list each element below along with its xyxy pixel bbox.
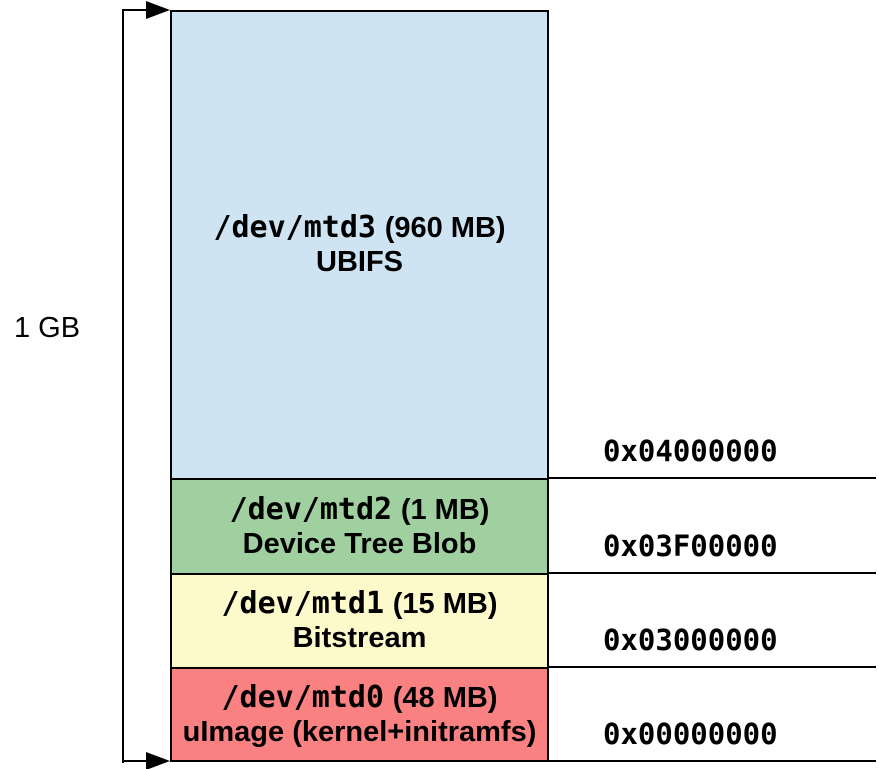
total-size-label: 1 GB (14, 312, 81, 344)
partition-mtd2-size: (1 MB) (400, 493, 490, 526)
boundary-line-bottom (547, 760, 876, 762)
boundary-line-mtd1-mtd0 (547, 666, 876, 668)
partition-mtd3-device: /dev/mtd3 (213, 210, 376, 245)
partition-mtd0: /dev/mtd0(48 MB) uImage (kernel+initramf… (172, 669, 547, 760)
partition-mtd2: /dev/mtd2(1 MB) Device Tree Blob (172, 480, 547, 575)
partition-stack: /dev/mtd3(960 MB) UBIFS /dev/mtd2(1 MB) … (170, 10, 549, 762)
boundary-line-mtd2-mtd1 (547, 572, 876, 574)
partition-mtd2-name: Device Tree Blob (242, 527, 477, 560)
partition-mtd3: /dev/mtd3(960 MB) UBIFS (172, 12, 547, 480)
partition-mtd2-title: /dev/mtd2(1 MB) (229, 491, 490, 527)
partition-mtd1-size: (15 MB) (392, 588, 498, 620)
boundary-line-mtd3-mtd2 (547, 477, 876, 479)
partition-mtd3-title: /dev/mtd3(960 MB) (213, 211, 505, 245)
measure-stub-top (122, 9, 150, 11)
measure-stub-bottom (122, 760, 150, 762)
address-label-mtd0-start: 0x00000000 (603, 717, 778, 751)
partition-mtd3-name: UBIFS (316, 246, 403, 278)
measure-line (122, 9, 124, 763)
partition-mtd0-title: /dev/mtd0(48 MB) (221, 679, 498, 715)
address-label-mtd1-start: 0x03000000 (603, 623, 778, 657)
partition-mtd2-device: /dev/mtd2 (229, 491, 393, 527)
partition-mtd0-name: uImage (kernel+initramfs) (182, 715, 537, 748)
partition-mtd1-device: /dev/mtd1 (221, 586, 385, 621)
dimension-arrow-bottom-icon (146, 752, 170, 769)
partition-mtd3-size: (960 MB) (384, 212, 506, 244)
partition-mtd1: /dev/mtd1(15 MB) Bitstream (172, 575, 547, 669)
partition-mtd0-device: /dev/mtd0 (221, 679, 385, 715)
address-label-mtd3-end: 0x04000000 (603, 434, 778, 468)
partition-mtd1-title: /dev/mtd1(15 MB) (222, 587, 498, 621)
partition-mtd0-size: (48 MB) (392, 681, 498, 714)
dimension-arrow-top-icon (146, 1, 170, 19)
address-label-mtd2-start: 0x03F00000 (603, 529, 778, 563)
partition-mtd1-name: Bitstream (292, 622, 427, 654)
